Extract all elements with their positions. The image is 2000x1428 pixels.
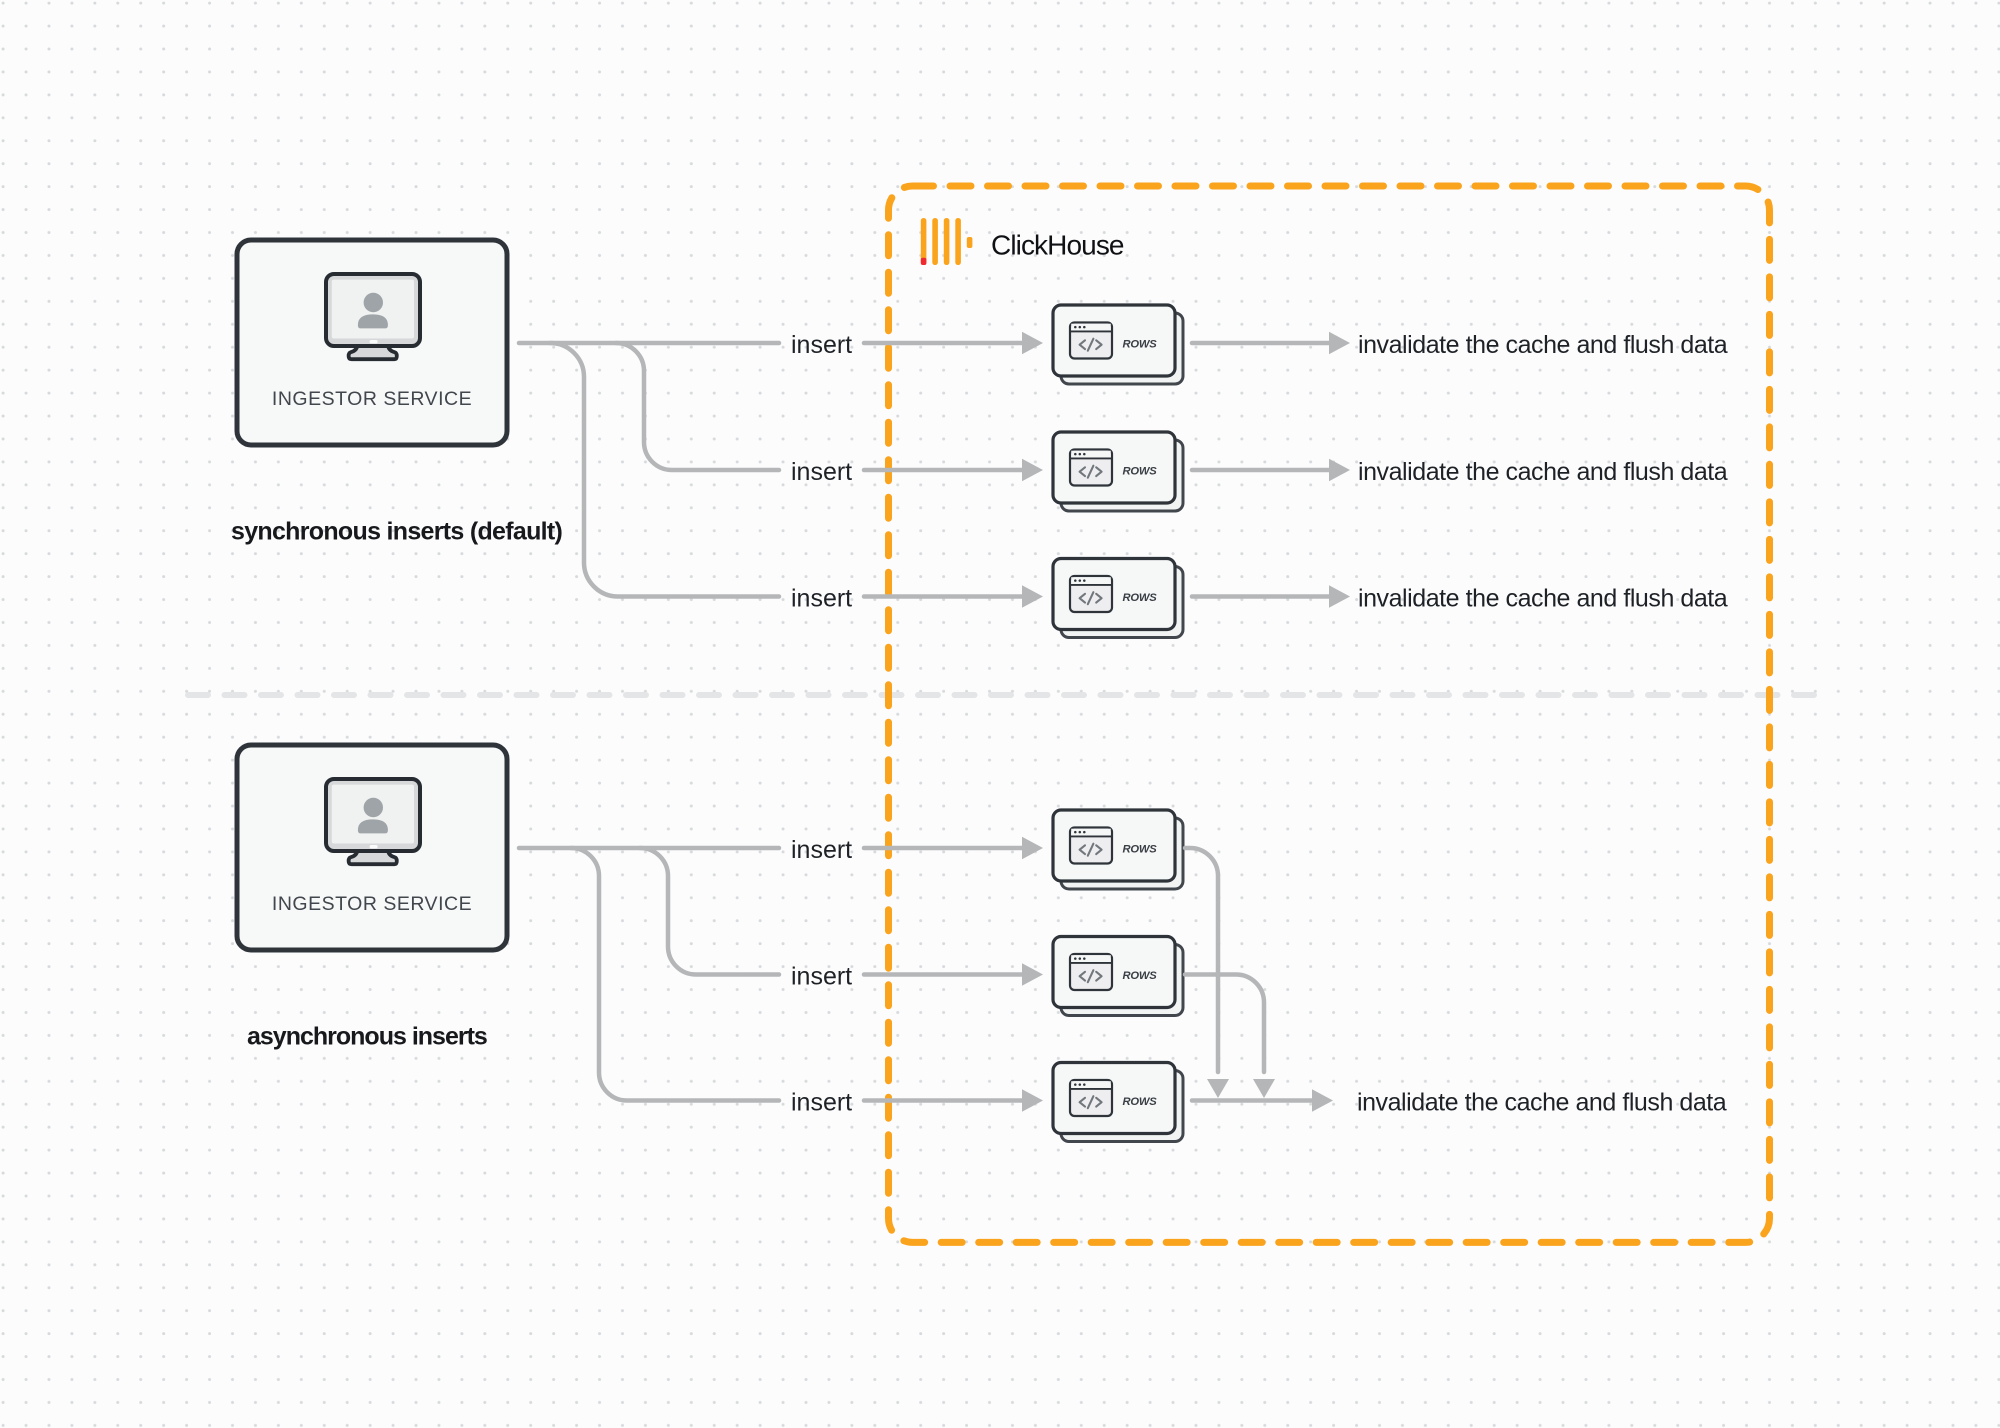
svg-text:invalidate the cache and flush: invalidate the cache and flush data — [1358, 331, 1728, 359]
svg-text:insert: insert — [791, 963, 852, 991]
svg-text:insert: insert — [791, 836, 852, 864]
svg-text:insert: insert — [791, 1089, 852, 1117]
svg-text:invalidate the cache and flush: invalidate the cache and flush data — [1357, 1089, 1727, 1117]
svg-text:ClickHouse: ClickHouse — [991, 230, 1124, 261]
svg-text:asynchronous inserts: asynchronous inserts — [247, 1023, 487, 1051]
svg-text:insert: insert — [791, 458, 852, 486]
svg-text:invalidate the cache and flush: invalidate the cache and flush data — [1358, 585, 1728, 613]
svg-text:synchronous inserts (default): synchronous inserts (default) — [231, 518, 563, 546]
svg-text:invalidate the cache and flush: invalidate the cache and flush data — [1358, 458, 1728, 486]
svg-text:insert: insert — [791, 331, 852, 359]
svg-text:insert: insert — [791, 585, 852, 613]
